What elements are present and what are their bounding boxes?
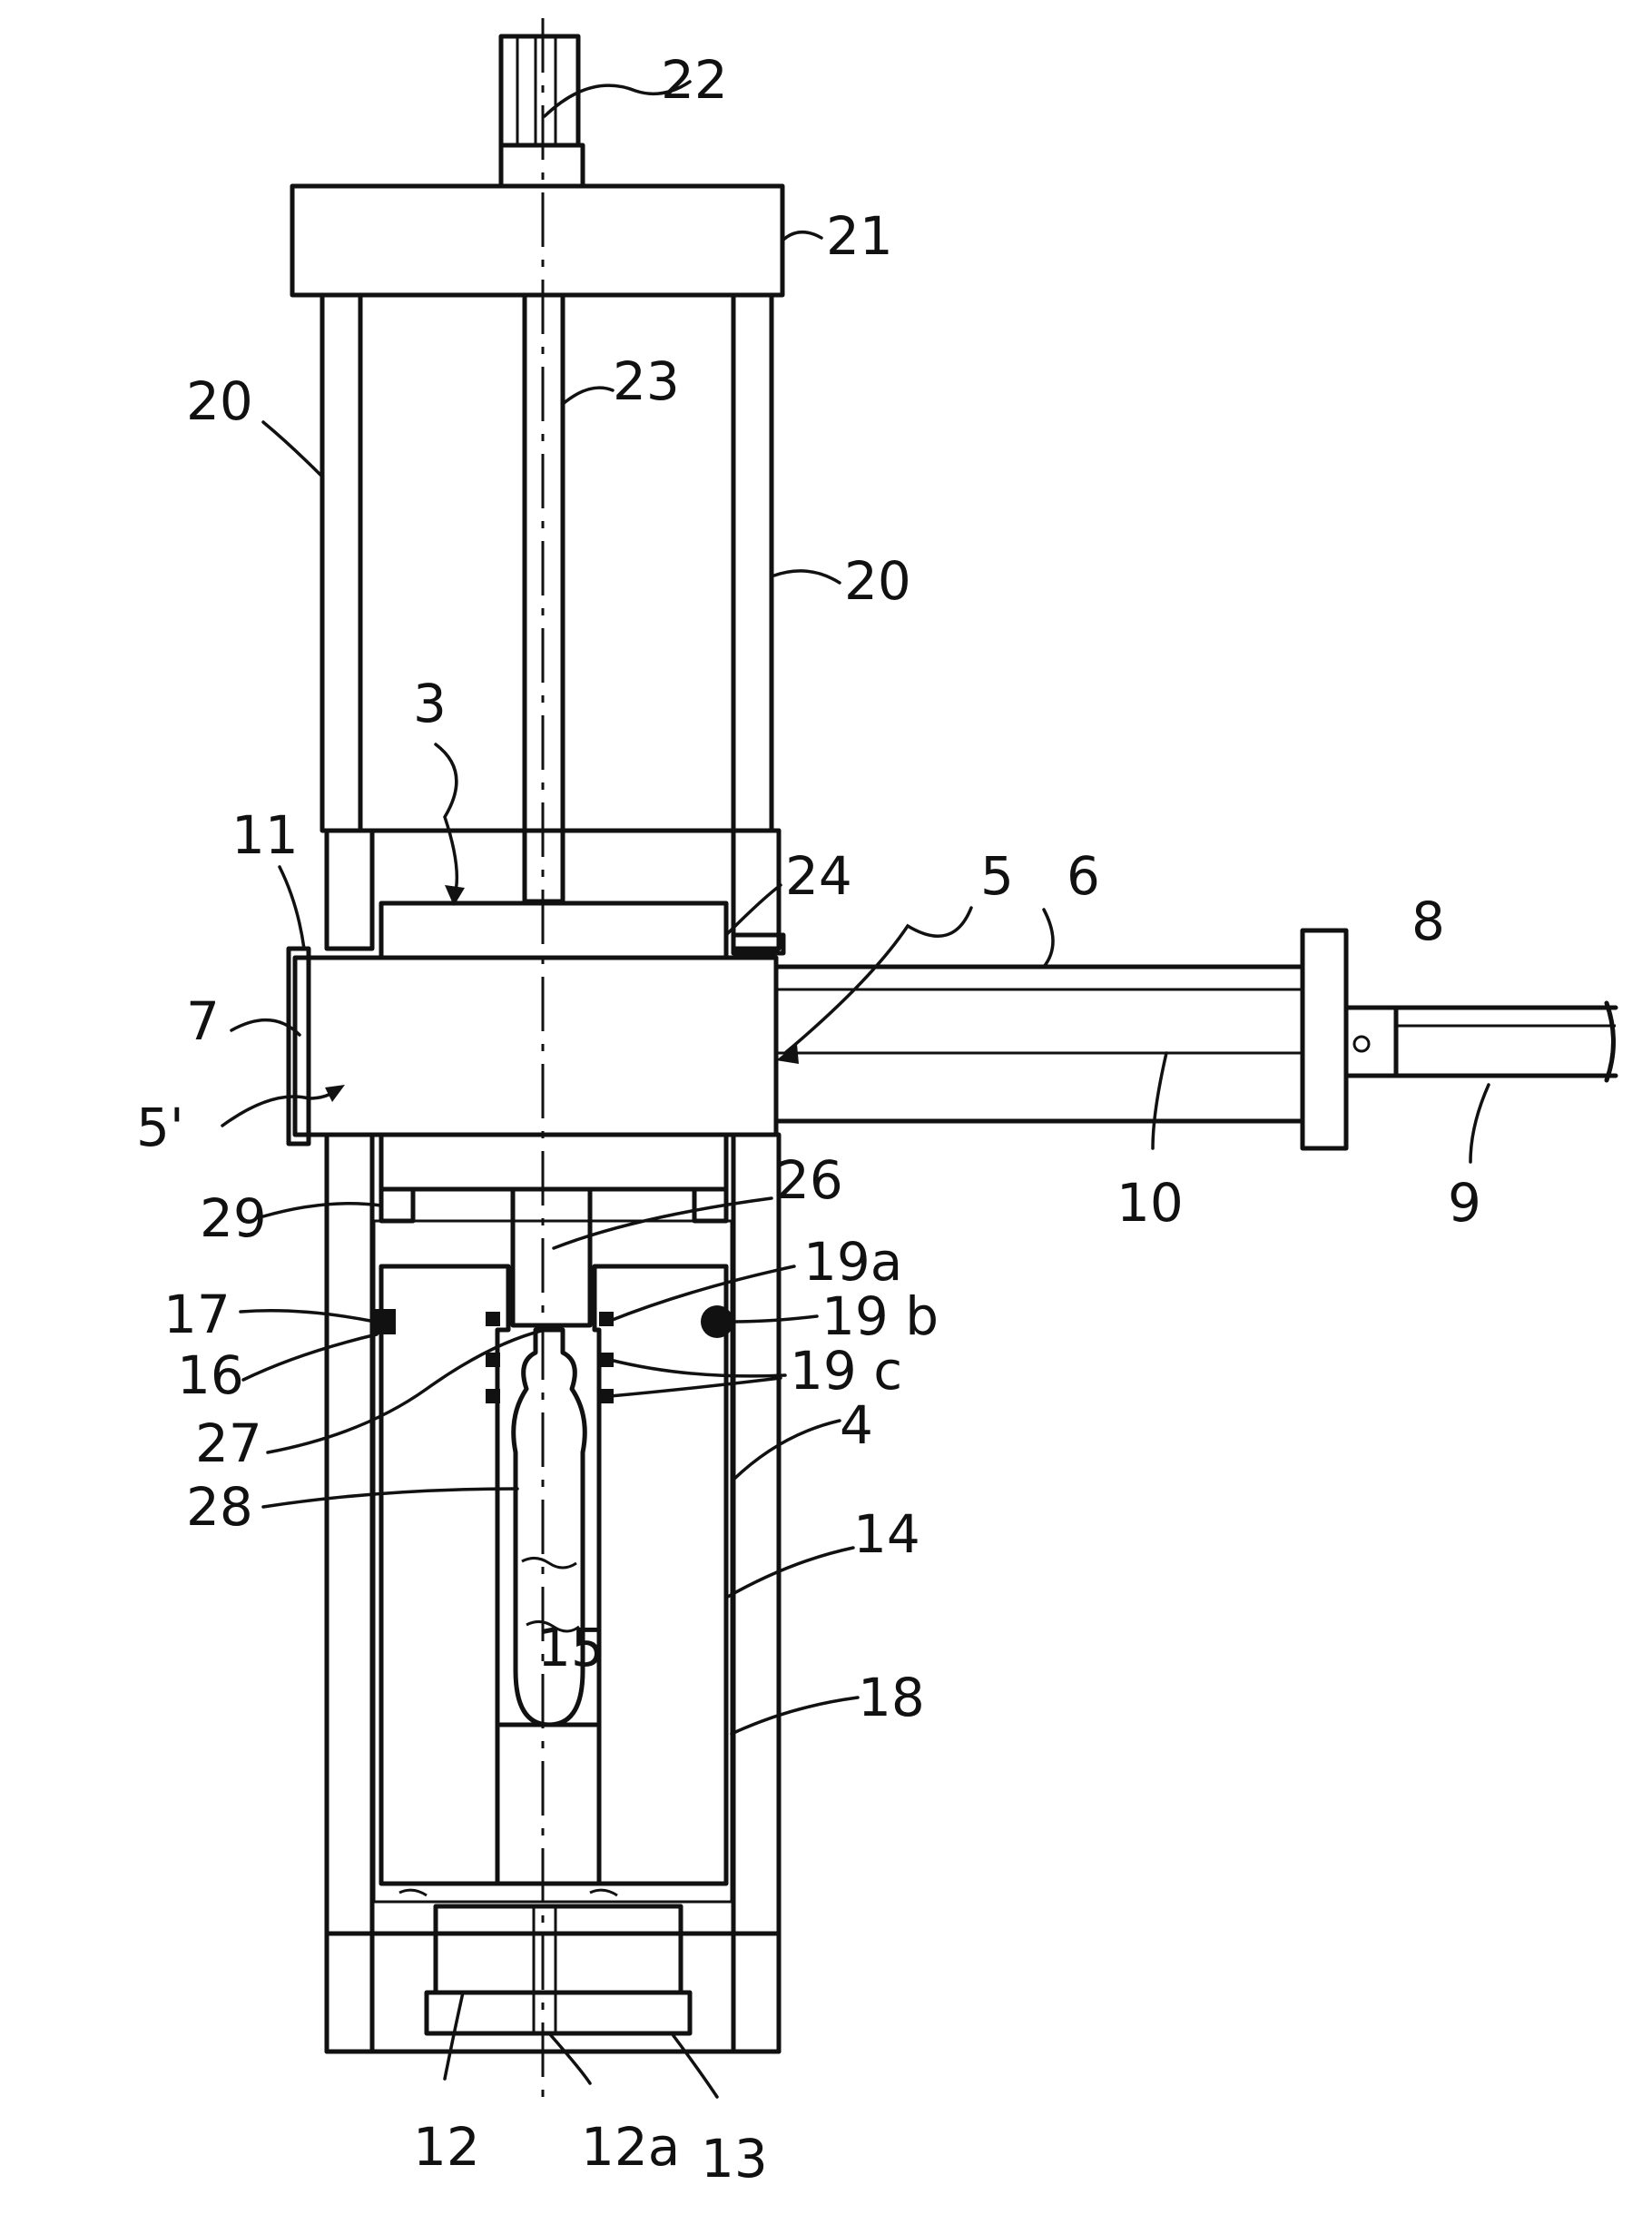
svg-text:10: 10 (1116, 1172, 1184, 1234)
svg-text:18: 18 (858, 1667, 925, 1728)
label-20b: 20 (772, 550, 911, 612)
svg-text:29: 29 (200, 1187, 267, 1249)
svg-text:6: 6 (1067, 845, 1100, 907)
label-12a: 12a (549, 2033, 680, 2178)
label-7: 7 (186, 990, 300, 1052)
bottom-plug-12 (427, 1906, 690, 2033)
crosshead-21 (292, 186, 782, 295)
svg-text:16: 16 (177, 1344, 244, 1406)
svg-text:27: 27 (195, 1412, 262, 1474)
pipe-9 (1346, 1003, 1616, 1080)
label-16: 16 (177, 1334, 377, 1406)
label-6: 6 (1044, 845, 1100, 967)
svg-text:20: 20 (186, 370, 253, 432)
label-9: 9 (1448, 1085, 1489, 1234)
svg-text:17: 17 (163, 1284, 231, 1345)
svg-text:8: 8 (1411, 891, 1445, 952)
svg-text:5: 5 (980, 845, 1014, 907)
label-23: 23 (563, 350, 680, 412)
label-21: 21 (782, 205, 893, 267)
label-22: 22 (545, 49, 728, 116)
svg-text:5': 5' (136, 1097, 184, 1158)
svg-text:13: 13 (701, 2128, 768, 2190)
end-flange-8 (1303, 930, 1346, 1148)
label-10: 10 (1116, 1053, 1184, 1234)
svg-text:26: 26 (776, 1149, 843, 1211)
svg-text:24: 24 (785, 845, 852, 907)
svg-text:21: 21 (826, 205, 893, 267)
svg-text:22: 22 (661, 49, 728, 111)
label-4: 4 (733, 1394, 873, 1480)
label-29: 29 (200, 1187, 381, 1249)
svg-text:7: 7 (186, 990, 220, 1052)
label-13: 13 (672, 2033, 768, 2190)
label-24: 24 (726, 845, 852, 935)
svg-text:14: 14 (853, 1503, 920, 1565)
label-26: 26 (554, 1149, 843, 1248)
plunger-26 (513, 1189, 590, 1325)
label-12: 12 (413, 1993, 480, 2178)
svg-text:15: 15 (537, 1617, 605, 1678)
label-5prime: 5' (136, 1085, 345, 1158)
svg-text:9: 9 (1448, 1172, 1481, 1234)
svg-text:19a: 19a (803, 1231, 902, 1293)
label-14: 14 (726, 1503, 920, 1598)
label-18: 18 (732, 1667, 925, 1734)
svg-text:11: 11 (231, 804, 299, 866)
label-20a: 20 (186, 370, 322, 477)
svg-text:3: 3 (413, 673, 447, 734)
housing-4 (327, 831, 779, 2052)
mold-14 (381, 1266, 726, 1884)
svg-text:23: 23 (613, 350, 680, 412)
piston-3 (381, 903, 726, 1189)
label-17: 17 (163, 1284, 370, 1345)
label-11: 11 (231, 804, 304, 949)
svg-text:12: 12 (413, 2116, 480, 2178)
stops-29 (381, 1189, 726, 1221)
svg-text:20: 20 (844, 550, 911, 612)
tie-rods-20 (322, 295, 772, 831)
label-15: 15 (537, 1617, 605, 1678)
label-19c: 19 c (610, 1340, 902, 1402)
svg-text:28: 28 (186, 1476, 253, 1538)
label-19b: 19 b (733, 1285, 939, 1347)
label-28: 28 (186, 1476, 517, 1538)
svg-text:19 c: 19 c (790, 1340, 902, 1402)
label-3: 3 (413, 673, 465, 906)
flange-11 (289, 949, 309, 1144)
label-8: 8 (1411, 891, 1445, 952)
svg-text:4: 4 (840, 1394, 873, 1456)
svg-text:19 b: 19 b (821, 1285, 939, 1347)
crossbar-7 (295, 958, 776, 1135)
svg-text:12a: 12a (581, 2116, 680, 2178)
